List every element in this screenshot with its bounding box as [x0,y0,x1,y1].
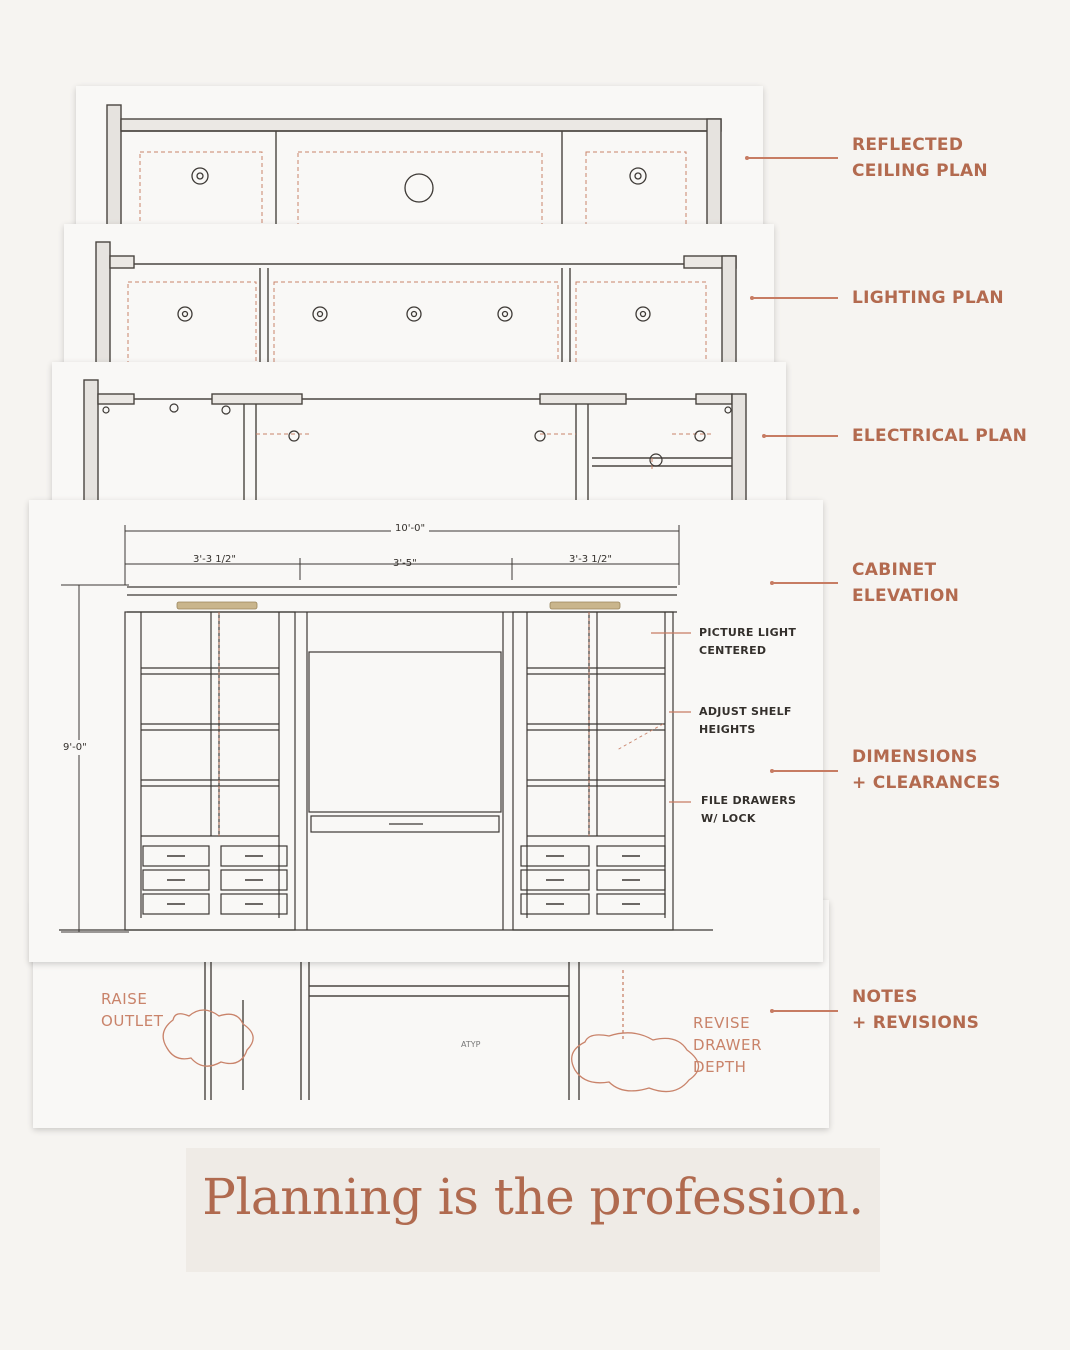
electrical-plan-callout: ELECTRICAL PLAN [852,426,1028,446]
tagline-banner: Planning is the profession. [186,1148,880,1272]
electrical-plan-drawing [83,379,747,513]
lighting-plan-sheet [64,224,774,375]
overall-width-dimension: 10'-0" [391,523,430,534]
reflected-ceiling-leader [745,155,838,160]
file-drawers-note: FILE DRAWERS W/ LOCK [701,794,797,825]
dimensions-callout: DIMENSIONS + CLEARANCES [852,747,1001,793]
right-width-dimension: 3'-3 1/2" [569,554,612,565]
svg-text:ATYP: ATYP [461,1040,481,1049]
lighting-plan-leader [750,295,838,300]
center-width-dimension: 3'-5" [393,558,417,569]
notes-revisions-callout: NOTES + REVISIONS [852,987,980,1033]
cabinet-elevation-leader [770,580,838,585]
picture-light-note: PICTURE LIGHT CENTERED [699,626,797,657]
reflected-ceiling-sheet [76,86,763,237]
revise-drawer-depth-note: REVISE DRAWER DEPTH [693,1014,763,1076]
reflected-ceiling-callout: REFLECTED CEILING PLAN [852,135,988,181]
tagline: Planning is the profession. [202,1168,864,1226]
raise-outlet-note: RAISE OUTLET [101,990,164,1030]
adjust-shelf-note: ADJUST SHELF HEIGHTS [699,705,792,736]
notes-revisions-leader [770,1008,838,1013]
left-width-dimension: 3'-3 1/2" [193,554,236,565]
reflected-ceiling-drawing [106,104,722,237]
electrical-plan-leader [762,433,838,438]
electrical-plan-sheet [52,362,786,513]
cabinet-elevation-drawing [59,525,713,933]
lighting-plan-drawing [95,241,737,375]
dimensions-leader [770,768,838,773]
cabinet-elevation-callout: CABINET ELEVATION [852,560,960,606]
cabinet-elevation-sheet: 10'-0" 3'-3 1/2" 3'-5" 3'-3 1/2" 9'-0" P… [29,500,823,962]
notes-sheet-drawing: ATYP [162,960,700,1100]
height-dimension: 9'-0" [63,740,87,755]
lighting-plan-callout: LIGHTING PLAN [852,288,1004,308]
